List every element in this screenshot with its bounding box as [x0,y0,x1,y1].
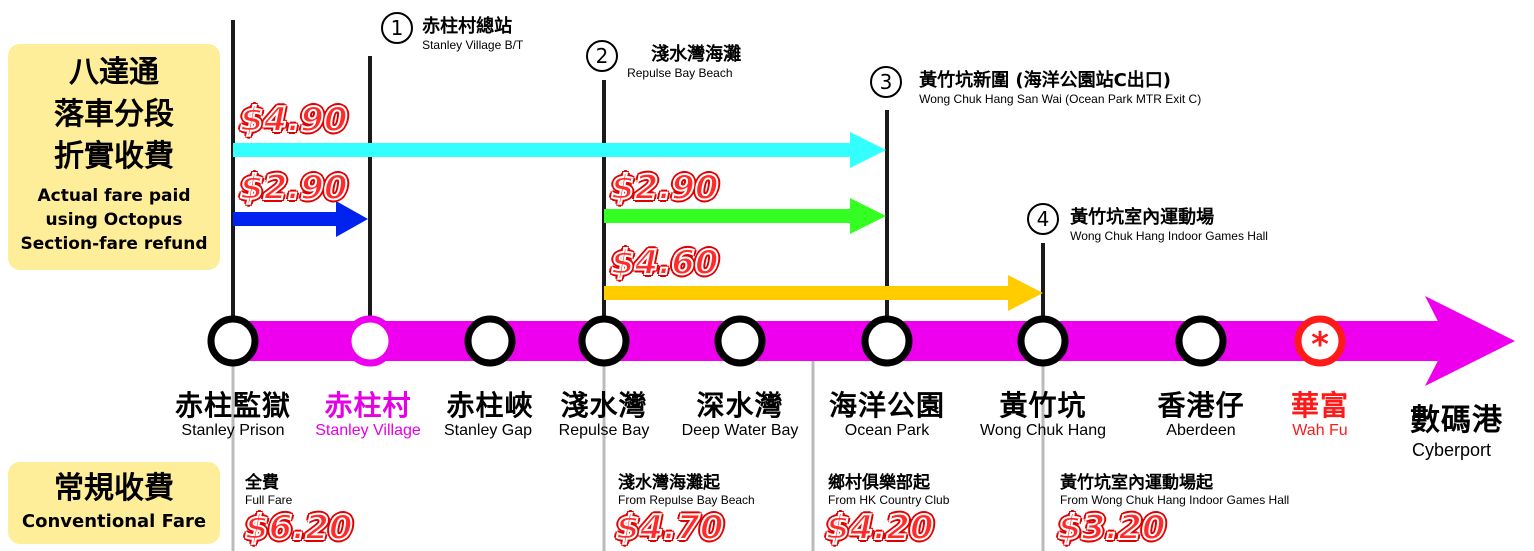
stop-label-wah-fu-zh: 華富 [1290,389,1349,422]
stop-circle-stanley-village [344,315,396,367]
stop-label-wah-fu-en: Wah Fu [1292,422,1348,439]
stop-label-aberdeen-en: Aberdeen [1166,422,1236,439]
octopus-refund-box: 八達通 落車分段 折實收費 Actual fare paid using Oct… [8,44,220,270]
section-point-1-en: Stanley Village B/T [422,38,524,52]
full-fare-1-price: $6.20 [244,507,354,549]
section-point-2-en: Repulse Bay Beach [627,66,733,80]
stop-circle-stanley-gap [464,315,516,367]
stop-circle-wong-chuk-hang [1017,315,1069,367]
section-number-2: 2 [586,40,618,72]
section-number-4: 4 [1027,203,1059,235]
route-band [230,321,1450,361]
stop-label-stanley-village-en: Stanley Village [315,422,421,439]
full-fare-4-price: $3.20 [1057,507,1167,549]
stop-label-ocean-park-en: Ocean Park [844,422,930,439]
refund-price-cyan: $4.90 [239,99,349,141]
asterisk-icon: * [1311,325,1329,365]
full-fare-4: 黃竹坑室內運動場起 From Wong Chuk Hang Indoor Gam… [1060,468,1289,507]
stop-label-deep-water-bay-en: Deep Water Bay [681,422,799,439]
stop-label-wong-chuk-hang-zh: 黃竹坑 [999,389,1087,422]
section-number-3: 3 [870,66,902,98]
stop-label-stanley-village-zh: 赤柱村 [324,389,412,422]
full-fare-2-price: $4.70 [615,507,725,549]
fare-arrow-green [604,198,886,234]
stop-label-repulse-bay-en: Repulse Bay [558,422,650,439]
full-fare-1-zh: 全費 [245,473,279,493]
full-fare-2-en: From Repulse Bay Beach [618,493,755,507]
stop-label-stanley-prison-zh: 赤柱監獄 [174,389,291,422]
fare-arrow-blue [233,201,368,237]
stop-label-stanley-gap-zh: 赤柱峽 [446,389,534,422]
refund-title-line-2: 落車分段 [54,97,174,132]
section-point-3-en: Wong Chuk Hang San Wai (Ocean Park MTR E… [919,92,1202,106]
section-point-3: 3 黃竹坑新圍 (海洋公園站C出口) Wong Chuk Hang San Wa… [870,66,1201,106]
refund-title-line-1: 八達通 [69,55,159,90]
stop-label-ocean-park-zh: 海洋公園 [828,389,945,422]
section-number-1: 1 [381,12,413,44]
stop-label-aberdeen-zh: 香港仔 [1157,389,1245,422]
full-fare-3-zh: 鄉村俱樂部起 [828,473,930,493]
refund-price-yellow: $4.60 [610,242,720,284]
full-fare-1: 全費 Full Fare [245,468,292,507]
section-point-1-zh: 赤柱村總站 [422,16,513,37]
section-point-1: 1 赤柱村總站 Stanley Village B/T [381,12,523,52]
full-fare-3-price: $4.20 [825,507,935,549]
stop-circle-ocean-park [861,315,913,367]
stop-label-stanley-gap-en: Stanley Gap [443,422,533,439]
conventional-subtitle: Conventional Fare [21,511,207,532]
stop-circle-stanley-prison [207,315,259,367]
fare-arrow-yellow [604,275,1043,311]
full-fare-3: 鄉村俱樂部起 From HK Country Club [828,468,949,507]
refund-title-line-3: 折實收費 [54,139,174,174]
conventional-title: 常規收費 [54,471,174,506]
full-fare-4-en: From Wong Chuk Hang Indoor Games Hall [1060,493,1290,507]
stop-label-deep-water-bay-zh: 深水灣 [696,389,784,422]
full-fare-2-zh: 淺水灣海灘起 [618,473,720,493]
terminus-en: Cyberport [1412,440,1492,460]
section-point-4-zh: 黃竹坑室內運動場 [1070,207,1215,228]
full-fare-4-zh: 黃竹坑室內運動場起 [1060,473,1213,493]
route-arrowhead [1425,296,1515,386]
stop-label-repulse-bay-zh: 淺水灣 [560,389,648,422]
section-point-2-zh: 淺水灣海灘 [651,44,742,65]
stop-circle-deep-water-bay [714,315,766,367]
full-fare-2: 淺水灣海灘起 From Repulse Bay Beach [618,468,755,507]
full-fare-3-en: From HK Country Club [828,493,950,507]
section-point-3-zh: 黃竹坑新圍 (海洋公園站C出口) [919,70,1172,91]
stop-label-stanley-prison-en: Stanley Prison [181,422,285,439]
refund-desc-line-1: Actual fare paid [37,186,191,206]
stop-circle-aberdeen [1175,315,1227,367]
section-point-4: 4 黃竹坑室內運動場 Wong Chuk Hang Indoor Games H… [1027,203,1268,243]
terminus-zh: 數碼港 [1410,403,1503,438]
fare-arrow-cyan [233,132,886,168]
refund-price-blue: $2.90 [239,167,349,209]
conventional-fare-box: 常規收費 Conventional Fare [8,462,220,544]
refund-price-green: $2.90 [610,167,720,209]
refund-desc-line-2: using Octopus [45,210,183,230]
refund-desc-line-3: Section-fare refund [20,234,208,254]
stop-circle-repulse-bay [578,315,630,367]
stop-label-wong-chuk-hang-en: Wong Chuk Hang [980,422,1106,439]
section-point-4-en: Wong Chuk Hang Indoor Games Hall [1070,229,1268,243]
section-point-2: 2 淺水灣海灘 Repulse Bay Beach [586,40,741,80]
stop-circle-wah-fu [1294,315,1346,367]
full-fare-1-en: Full Fare [245,493,293,507]
